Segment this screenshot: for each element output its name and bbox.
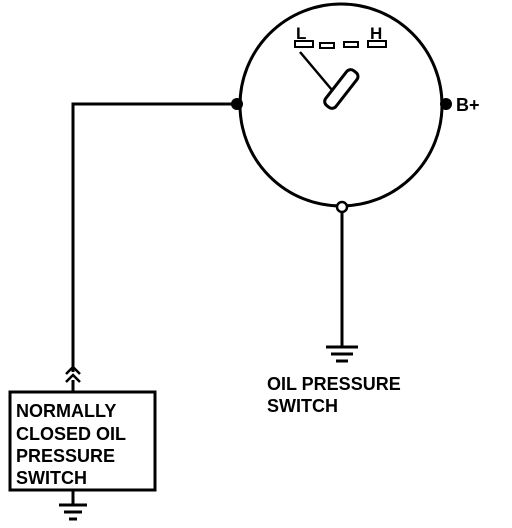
- connector-symbol: [65, 365, 81, 383]
- nc-switch-box: [8, 390, 157, 492]
- scale-mark-2: [319, 42, 335, 49]
- scale-mark-low: [294, 40, 314, 48]
- nc-switch-label-line4: SWITCH: [16, 468, 87, 488]
- gauge-bplus-terminal: [440, 98, 452, 110]
- nc-switch-ground-icon: [59, 490, 87, 521]
- nc-switch-label-line1: NORMALLY: [16, 401, 116, 421]
- nc-switch-label-line3: PRESSURE: [16, 446, 115, 466]
- oil-pressure-switch-label-line1: OIL PRESSURE: [267, 374, 401, 394]
- oil-pressure-switch-ground-icon: [326, 345, 358, 363]
- bplus-label: B+: [456, 95, 480, 115]
- scale-mark-high: [367, 40, 387, 48]
- gauge-scale: [294, 40, 387, 49]
- scale-mark-3: [343, 41, 359, 48]
- scale-label-high: H: [370, 24, 382, 43]
- oil-pressure-switch-label-line2: SWITCH: [267, 396, 338, 416]
- scale-label-low: L: [296, 24, 306, 43]
- gauge-needle: [299, 51, 360, 110]
- nc-switch-label-line2: CLOSED OIL: [16, 424, 126, 444]
- wire-gauge-to-nc-switch: [71, 102, 237, 372]
- gauge-body: [238, 2, 444, 208]
- gauge-bottom-terminal: [335, 200, 349, 214]
